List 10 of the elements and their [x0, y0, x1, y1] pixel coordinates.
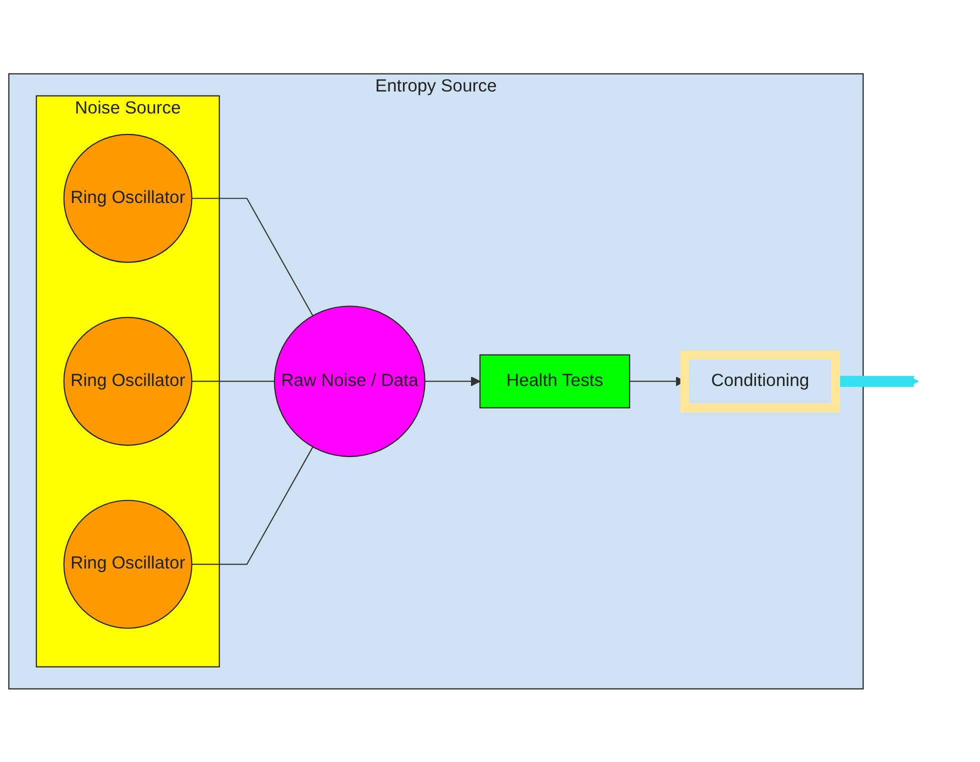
node-circle: Ring Oscillator — [63, 500, 192, 628]
node-circle: Ring Oscillator — [63, 316, 192, 446]
arrow — [424, 376, 480, 386]
connector — [192, 197, 314, 316]
node-box: Conditioning — [680, 350, 840, 412]
connector — [192, 446, 314, 565]
node-circle: Ring Oscillator — [63, 134, 192, 262]
connector — [192, 380, 274, 382]
node-circle: Raw Noise / Data — [274, 305, 426, 457]
node-box: Health Tests — [479, 354, 630, 408]
